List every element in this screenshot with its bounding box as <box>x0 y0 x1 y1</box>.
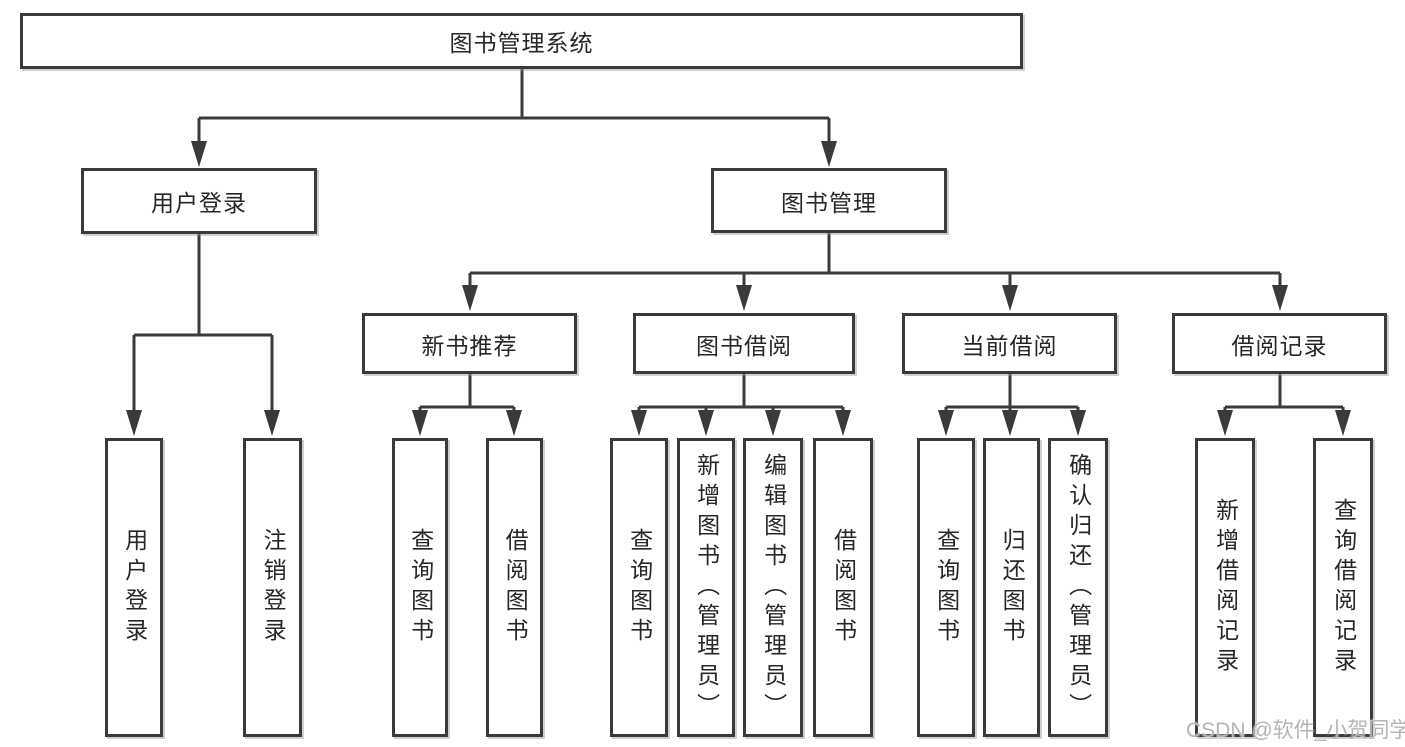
leaf-return-book: 归还图书 <box>983 438 1040 737</box>
leaf-edit-book-admin: 编辑图书（管理员） <box>743 438 803 737</box>
node-new-book-recommend: 新书推荐 <box>362 313 577 374</box>
node-book-management: 图书管理 <box>711 168 947 233</box>
leaf-query-borrow-record: 查询借阅记录 <box>1313 438 1373 737</box>
node-borrow-records-label: 借阅记录 <box>1231 332 1328 359</box>
leaf-add-borrow-record-label: 新增借阅记录 <box>1212 497 1239 678</box>
node-user-login: 用户登录 <box>81 168 317 234</box>
leaf-edit-book-admin-label: 编辑图书（管理员） <box>760 452 787 723</box>
node-new-book-recommend-label: 新书推荐 <box>421 332 518 359</box>
leaf-borrow-books-borrow: 借阅图书 <box>813 438 873 737</box>
leaf-user-login: 用户登录 <box>105 438 163 737</box>
leaf-confirm-return-admin: 确认归还（管理员） <box>1048 438 1108 737</box>
csdn-watermark: CSDN @软件_小贺同学 <box>1186 719 1405 742</box>
leaf-borrow-books-borrow-label: 借阅图书 <box>830 527 857 648</box>
leaf-add-book-admin: 新增图书（管理员） <box>677 438 735 737</box>
leaf-add-borrow-record: 新增借阅记录 <box>1195 438 1255 737</box>
leaf-query-borrow-record-label: 查询借阅记录 <box>1330 497 1357 678</box>
node-current-borrow-label: 当前借阅 <box>961 332 1058 359</box>
node-book-borrow-label: 图书借阅 <box>696 332 792 359</box>
node-book-borrow: 图书借阅 <box>633 313 855 374</box>
leaf-confirm-return-admin-label: 确认归还（管理员） <box>1065 452 1092 723</box>
node-borrow-records: 借阅记录 <box>1172 313 1387 374</box>
leaf-borrow-books-recommend-label: 借阅图书 <box>502 527 529 648</box>
leaf-user-login-label: 用户登录 <box>121 527 148 648</box>
node-user-login-label: 用户登录 <box>151 190 247 216</box>
node-book-management-label: 图书管理 <box>781 189 877 216</box>
leaf-query-books-recommend-label: 查询图书 <box>407 527 434 648</box>
leaf-query-books-current: 查询图书 <box>917 438 975 737</box>
leaf-query-books-current-label: 查询图书 <box>933 527 960 648</box>
node-current-borrow: 当前借阅 <box>902 313 1117 374</box>
leaf-logout-label: 注销登录 <box>260 527 287 648</box>
leaf-add-book-admin-label: 新增图书（管理员） <box>693 452 720 723</box>
leaf-logout: 注销登录 <box>243 438 302 737</box>
leaf-query-books-borrow: 查询图书 <box>610 438 668 737</box>
node-root-label: 图书管理系统 <box>449 30 594 56</box>
leaf-borrow-books-recommend: 借阅图书 <box>486 438 543 737</box>
leaf-query-books-borrow-label: 查询图书 <box>626 527 653 648</box>
node-root: 图书管理系统 <box>20 13 1023 69</box>
leaf-query-books-recommend: 查询图书 <box>392 438 448 737</box>
leaf-return-book-label: 归还图书 <box>999 527 1026 648</box>
